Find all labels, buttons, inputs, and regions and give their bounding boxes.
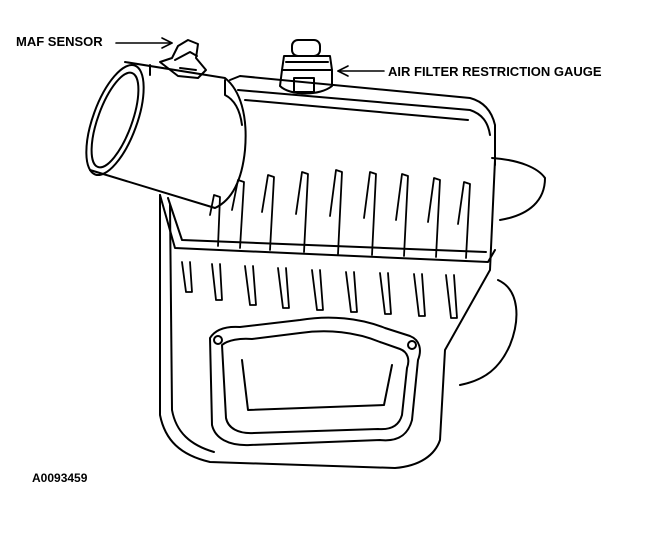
outlet-opening [209, 316, 421, 447]
leader-lines [115, 37, 385, 77]
maf-duct [85, 61, 247, 209]
maf-sensor [159, 39, 207, 79]
air-filter-gauge-label: AIR FILTER RESTRICTION GAUGE [388, 64, 602, 79]
lid-ribs [209, 169, 471, 259]
maf-sensor-label: MAF SENSOR [16, 34, 103, 49]
air-cleaner-housing [159, 75, 496, 469]
intake-duct-right [459, 157, 546, 386]
housing-ribs [181, 261, 458, 319]
figure-code: A0093459 [32, 471, 88, 485]
restriction-gauge [279, 39, 333, 95]
